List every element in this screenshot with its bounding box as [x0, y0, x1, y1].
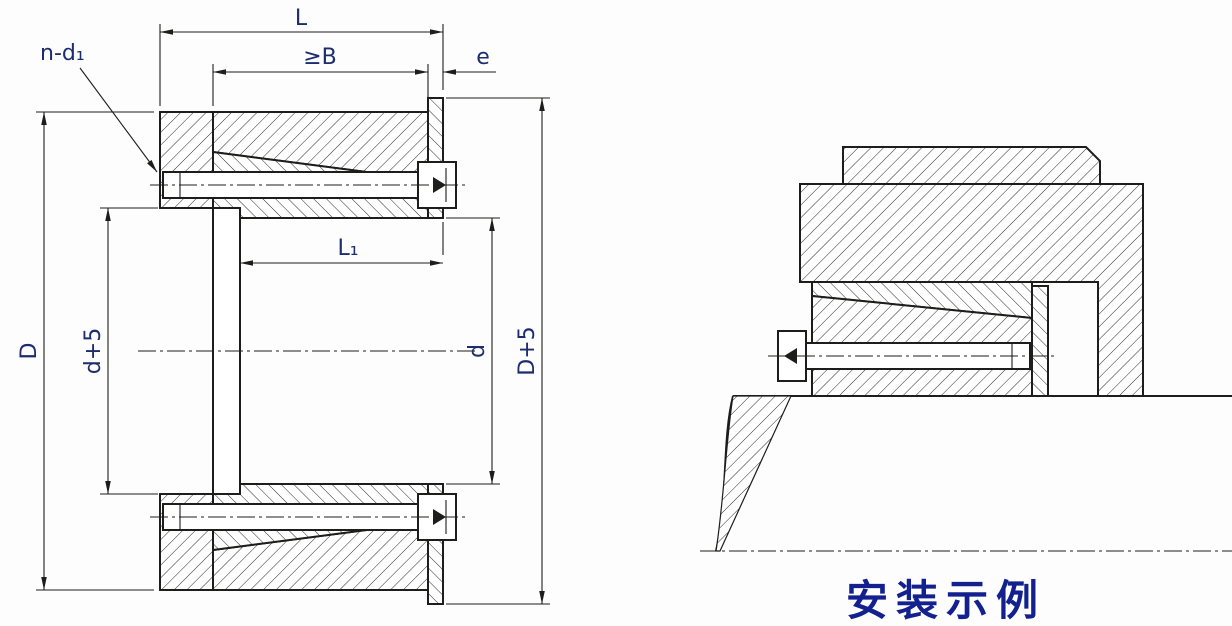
dim-label-e: e [476, 45, 490, 70]
hex-socket-icon [433, 177, 446, 193]
dim-label-D-plus-5: D+5 [515, 326, 540, 375]
left-view-section: L ≥B e n-d₁ D d+5 L₁ [17, 6, 550, 605]
dimensions: L ≥B e n-d₁ D d+5 L₁ [17, 6, 550, 605]
dim-label-d-plus-5: d+5 [81, 328, 106, 374]
dim-label-D: D [17, 343, 42, 360]
dim-label-L: L [295, 6, 308, 31]
clamping-screw-bottom [150, 493, 468, 541]
right-view-installation: 安装示例 [700, 146, 1232, 625]
hub-cap-section [842, 146, 1101, 185]
dim-label-L1: L₁ [337, 236, 358, 261]
clamping-screw-top [150, 161, 468, 209]
hex-socket-icon [433, 509, 446, 525]
dim-label-B: ≥B [303, 45, 337, 70]
assembly-screw [768, 330, 1058, 382]
leader-n-d1 [79, 67, 158, 173]
shaft [700, 395, 1232, 552]
shaft-break-section [715, 395, 792, 552]
assembly-flange-section [1031, 285, 1049, 397]
assembly-lower-band-section [811, 368, 1033, 397]
dim-label-n-d1: n-d₁ [40, 41, 85, 66]
installation-caption: 安装示例 [846, 576, 1046, 625]
dim-label-d: d [465, 344, 490, 358]
